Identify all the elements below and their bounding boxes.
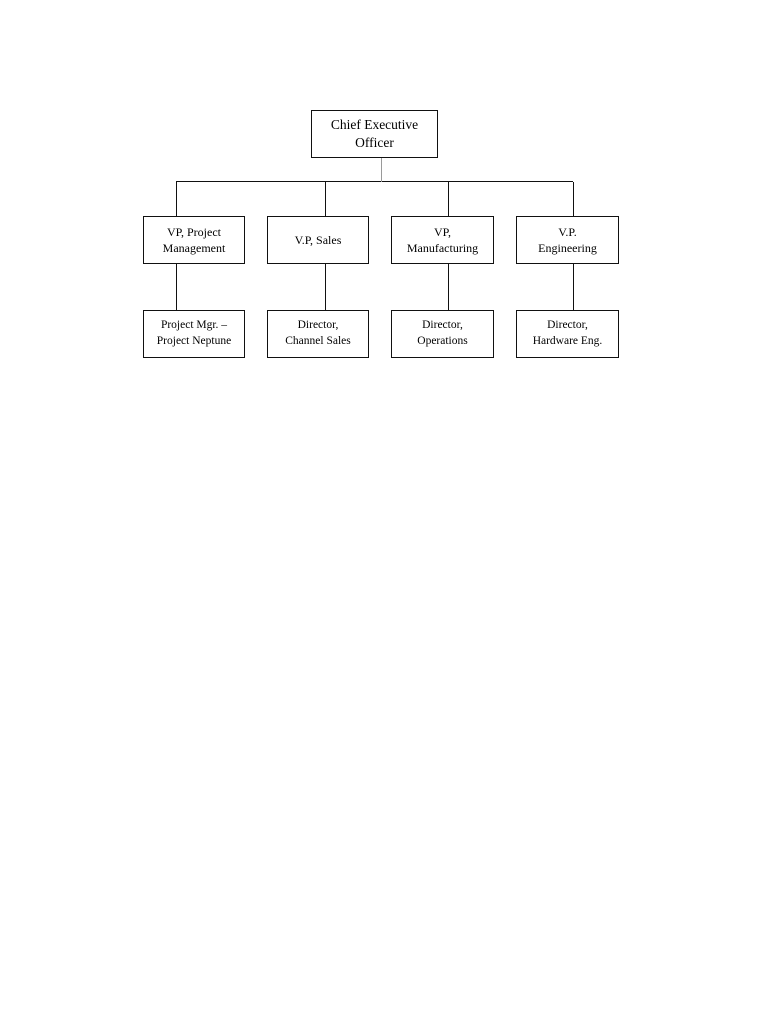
org-node-label: VP, Manufacturing xyxy=(406,224,479,255)
org-node-vp-manufacturing[interactable]: VP, Manufacturing xyxy=(391,216,494,264)
org-node-label: V.P. Engineering xyxy=(538,224,597,255)
org-node-vp-project-management[interactable]: VP, Project Management xyxy=(143,216,245,264)
org-node-label: Director, Hardware Eng. xyxy=(532,319,603,347)
org-node-vp-sales[interactable]: V.P, Sales xyxy=(267,216,369,264)
org-node-director-operations[interactable]: Director, Operations xyxy=(391,310,494,358)
org-node-project-mgr-project-neptune[interactable]: Project Mgr. – Project Neptune xyxy=(143,310,245,358)
org-node-director-hardware-eng[interactable]: Director, Hardware Eng. xyxy=(516,310,619,358)
org-node-label: VP, Project Management xyxy=(162,224,226,255)
connector-drop-vp-project-management xyxy=(176,182,177,216)
org-node-label: Chief Executive Officer xyxy=(330,116,419,150)
connector-horizontal-bus xyxy=(176,181,573,182)
connector-drop-project-mgr-neptune xyxy=(176,264,177,310)
org-node-label: Director, Operations xyxy=(417,319,468,347)
connector-drop-vp-engineering xyxy=(573,182,574,216)
connector-drop-vp-manufacturing xyxy=(448,182,449,216)
org-node-label: V.P, Sales xyxy=(294,232,342,247)
connector-drop-director-hardware-eng xyxy=(573,264,574,310)
org-node-director-channel-sales[interactable]: Director, Channel Sales xyxy=(267,310,369,358)
org-node-label: Director, Channel Sales xyxy=(285,319,351,347)
connector-drop-vp-sales xyxy=(325,182,326,216)
connector-drop-director-channel-sales xyxy=(325,264,326,310)
org-node-vp-engineering[interactable]: V.P. Engineering xyxy=(516,216,619,264)
connector-ceo-stem xyxy=(381,158,382,182)
connector-drop-director-operations xyxy=(448,264,449,310)
org-node-label: Project Mgr. – Project Neptune xyxy=(156,319,232,347)
org-node-chief-executive-officer[interactable]: Chief Executive Officer xyxy=(311,110,438,158)
